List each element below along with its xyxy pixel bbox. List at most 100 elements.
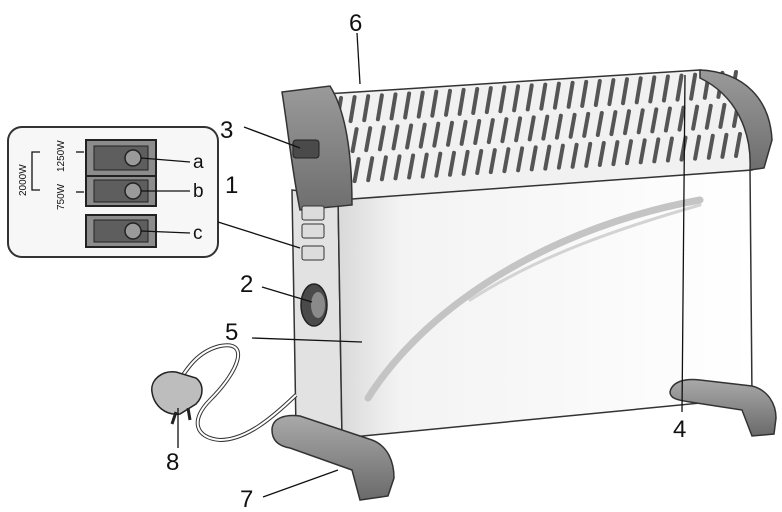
thermostat-knob: [300, 283, 328, 327]
grille-slot: [430, 89, 439, 118]
grille-slot: [488, 148, 497, 175]
grille-slot: [444, 88, 452, 117]
grille-slot: [364, 126, 373, 153]
grille-slot: [609, 110, 618, 137]
grille-slot: [500, 117, 509, 144]
grille-slot: [366, 156, 375, 183]
grille-slot: [706, 133, 715, 160]
grille-slot: [625, 139, 633, 166]
grille-slot: [391, 124, 400, 151]
grille-slot: [350, 127, 359, 154]
right-end-cap: [699, 69, 773, 171]
grille-slot: [446, 120, 454, 147]
switch-letter-b: b: [193, 181, 204, 202]
grille-slot: [516, 146, 525, 173]
grille-slot: [611, 140, 620, 167]
grille-slot: [636, 108, 645, 135]
grille-slot: [580, 79, 589, 108]
heater-front-panel: [291, 167, 753, 439]
switch-letter-c: c: [193, 223, 203, 244]
grille-slot: [663, 106, 672, 133]
grille-slot: [543, 144, 552, 171]
grille-slot: [650, 107, 659, 134]
grille-slot: [416, 90, 425, 119]
grille-slot: [720, 132, 729, 159]
grille-slot: [352, 157, 361, 184]
grille-slot: [570, 142, 579, 169]
grille-slot: [621, 77, 629, 106]
grille-slot: [652, 137, 661, 164]
grille-slot: [393, 154, 402, 181]
grille-slot: [691, 104, 700, 131]
grille-slot: [582, 111, 591, 138]
callout-7: 7: [240, 486, 253, 512]
grille-slot: [568, 112, 577, 139]
grille-slot: [597, 141, 606, 167]
grille-slot: [418, 122, 427, 149]
grille-slot: [389, 92, 398, 121]
side-switch-panel: [301, 205, 325, 261]
grille-slot: [405, 123, 414, 150]
grille-slot: [638, 138, 647, 165]
grille-slot: [554, 113, 563, 140]
grille-slot: [525, 83, 534, 112]
grille-slot: [514, 116, 523, 143]
grille-slot: [434, 151, 443, 178]
grille-slot: [566, 80, 575, 109]
grille-slot: [461, 149, 470, 176]
grille-slot: [512, 84, 521, 113]
callout-5: 5: [225, 319, 238, 346]
grille-slot: [677, 105, 686, 132]
grille-slot: [473, 119, 482, 145]
grille-slot: [379, 155, 388, 182]
grille-slot: [484, 86, 493, 115]
left-foot: [271, 414, 395, 501]
grille-slot: [661, 74, 670, 103]
grille-slot: [634, 76, 643, 105]
grille-slot: [448, 150, 456, 177]
top-grille: [308, 69, 761, 201]
grille-slot: [704, 103, 713, 130]
grille-slot: [475, 149, 484, 175]
grille-slot: [593, 79, 602, 107]
grille-slot: [734, 132, 742, 158]
switch-letter-a: a: [193, 152, 204, 173]
wattage-2000: 2000W: [18, 164, 29, 196]
grille-slot: [457, 87, 466, 116]
grille-slot: [675, 73, 684, 102]
callout-8: 8: [166, 449, 179, 476]
wattage-750: 750W: [56, 183, 67, 210]
grille-slot: [407, 153, 416, 180]
thermostat-window: [292, 139, 320, 159]
grille-slot: [375, 93, 384, 122]
grille-slot: [377, 125, 386, 152]
grille-slot: [362, 94, 371, 123]
left-end-cap: [281, 85, 353, 211]
grille-slot: [420, 152, 429, 179]
grille-slot: [541, 114, 550, 141]
right-foot: [669, 378, 777, 437]
wattage-1250: 1250W: [56, 140, 67, 172]
callout-3: 3: [220, 117, 233, 144]
grille-slot: [539, 82, 548, 111]
grille-slot: [498, 85, 507, 114]
grille-slot: [403, 91, 412, 120]
plug: [151, 371, 203, 425]
grille-slot: [459, 119, 468, 146]
callout-leaders: [177, 32, 686, 498]
grille-slot: [529, 145, 538, 172]
grille-slot: [607, 78, 616, 107]
grille-slot: [527, 115, 536, 142]
grille-slot: [689, 72, 698, 101]
grille-slot: [693, 134, 702, 161]
grille-slot: [665, 136, 674, 163]
grille-slot: [502, 147, 511, 174]
grille-slot: [471, 87, 480, 115]
grille-slot: [486, 118, 495, 145]
switch-inset: 1250W 2000W 750W a b c: [7, 126, 219, 258]
grille-slot: [552, 81, 561, 110]
callout-4: 4: [673, 416, 686, 443]
grille-slot: [556, 143, 565, 170]
grille-slot: [348, 95, 357, 124]
